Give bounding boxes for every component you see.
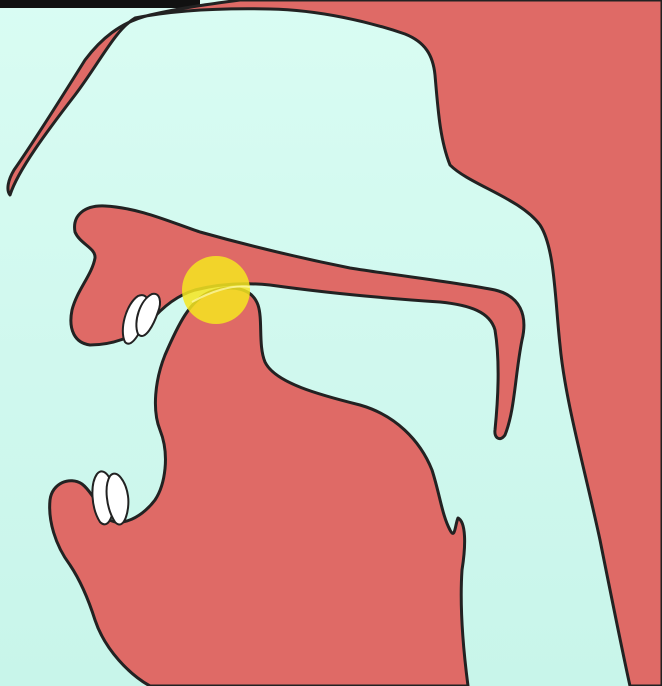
top-edge-strip <box>0 0 200 8</box>
